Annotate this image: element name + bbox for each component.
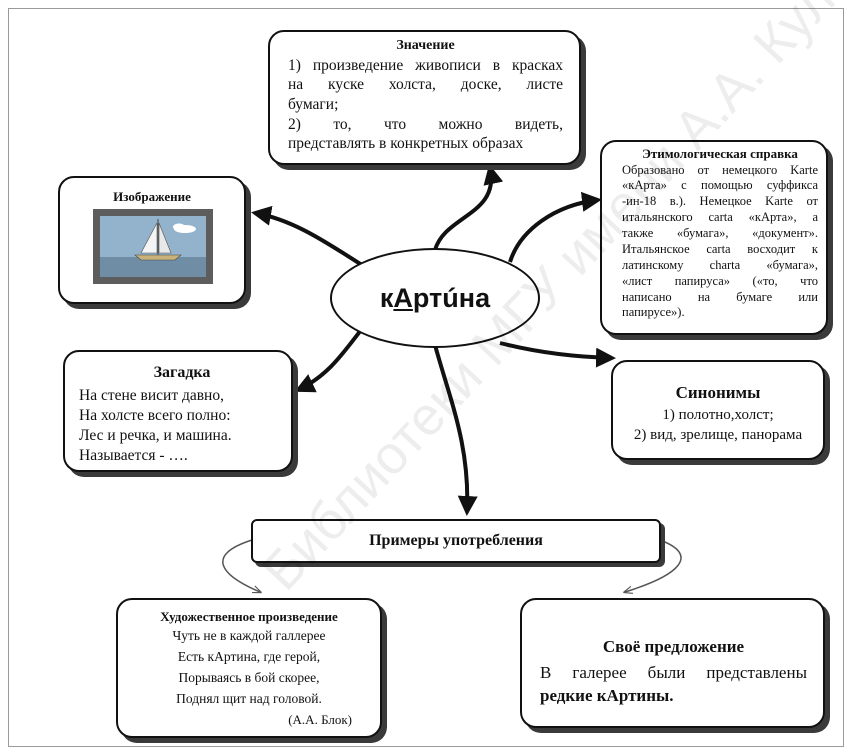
image-box-title: Изображение <box>113 189 191 204</box>
poem-line: Поднял щит над головой. <box>176 690 322 706</box>
etymology-line: итальянского carta «кАрта», а <box>622 210 818 225</box>
etymology-line: «кАрта» с помощью суффикса <box>622 178 818 193</box>
synonyms-box: Синонимы 1) полотно,холст; 2) вид, зрели… <box>611 360 825 460</box>
etymology-line: написано на бумаге или <box>622 289 818 304</box>
own-sentence-line: редкие кАртины. <box>540 685 674 705</box>
riddle-box: Загадка На стене висит давно, На холсте … <box>63 350 293 472</box>
etymology-line: -ин-18 в.). Немецкое Karte от <box>622 194 818 209</box>
artwork-box: Художественное произведение Чуть не в ка… <box>116 598 382 738</box>
poem-author: (А.А. Блок) <box>288 711 352 727</box>
etymology-line: папирусе»). <box>622 305 685 320</box>
center-word: кАртúна <box>379 282 491 313</box>
meaning-line: 2) то, что можно видеть, <box>288 115 563 133</box>
arrow-to-artwork <box>222 539 260 592</box>
own-sentence-box: Своё предложение В галерее были представ… <box>520 598 825 728</box>
center-word-ellipse: кАртúна <box>330 248 540 348</box>
riddle-line: Лес и речка, и машина. <box>79 427 232 445</box>
etymology-line: Итальянское carta восходит к <box>622 241 818 256</box>
riddle-line: На холсте всего полно: <box>79 406 231 424</box>
poem-line: Есть кАртина, где герой, <box>177 648 321 664</box>
artwork-title: Художественное произведение <box>160 609 338 624</box>
synonym-item: 1) полотно,холст; <box>662 407 774 424</box>
meaning-line: представлять в конкретных образах <box>288 135 524 153</box>
meaning-box: Значение 1) произведение живописи в крас… <box>268 30 581 165</box>
painting-image <box>93 209 213 284</box>
riddle-line: На стене висит давно, <box>79 386 224 404</box>
synonym-item: 2) вид, зрелище, панорама <box>633 426 803 443</box>
meaning-title: Значение <box>396 38 455 53</box>
synonyms-title: Синонимы <box>675 383 761 402</box>
etymology-box: Этимологическая справка Образовано от не… <box>600 140 828 335</box>
own-sentence-line: В галерее были представлены <box>540 662 807 682</box>
meaning-line: 1) произведение живописи в красках <box>288 56 563 74</box>
riddle-line: Называется - …. <box>79 447 188 465</box>
own-sentence-title: Своё предложение <box>602 637 745 656</box>
page-frame <box>8 8 844 747</box>
examples-title: Примеры употребления <box>369 532 543 549</box>
riddle-title: Загадка <box>153 364 211 381</box>
etymology-line: Образовано от немецкого Karte <box>622 162 818 177</box>
meaning-line: бумаги; <box>288 96 339 114</box>
arrow-to-own-sentence <box>625 539 682 592</box>
image-box: Изображение <box>58 176 246 304</box>
etymology-title: Этимологическая справка <box>642 146 798 161</box>
examples-header: Примеры употребления <box>251 519 661 563</box>
arrow-to-image <box>251 205 364 267</box>
poem-line: Чуть не в каждой галлерее <box>172 627 326 643</box>
etymology-line: также «бумага», «документ». <box>622 226 818 240</box>
etymology-line: латинскому charta «бумага», <box>622 257 818 272</box>
meaning-line: на куске холста, доске, листе <box>288 76 563 94</box>
arrow-to-examples <box>433 344 478 516</box>
arrow-to-meaning <box>433 164 504 251</box>
arrow-to-riddle <box>294 323 367 393</box>
arrow-to-synonyms <box>499 341 616 368</box>
arrow-to-etymology <box>508 191 602 263</box>
poem-line: Порываясь в бой скорее, <box>178 669 320 685</box>
etymology-line: «лист папируса» («то, что <box>622 273 818 288</box>
